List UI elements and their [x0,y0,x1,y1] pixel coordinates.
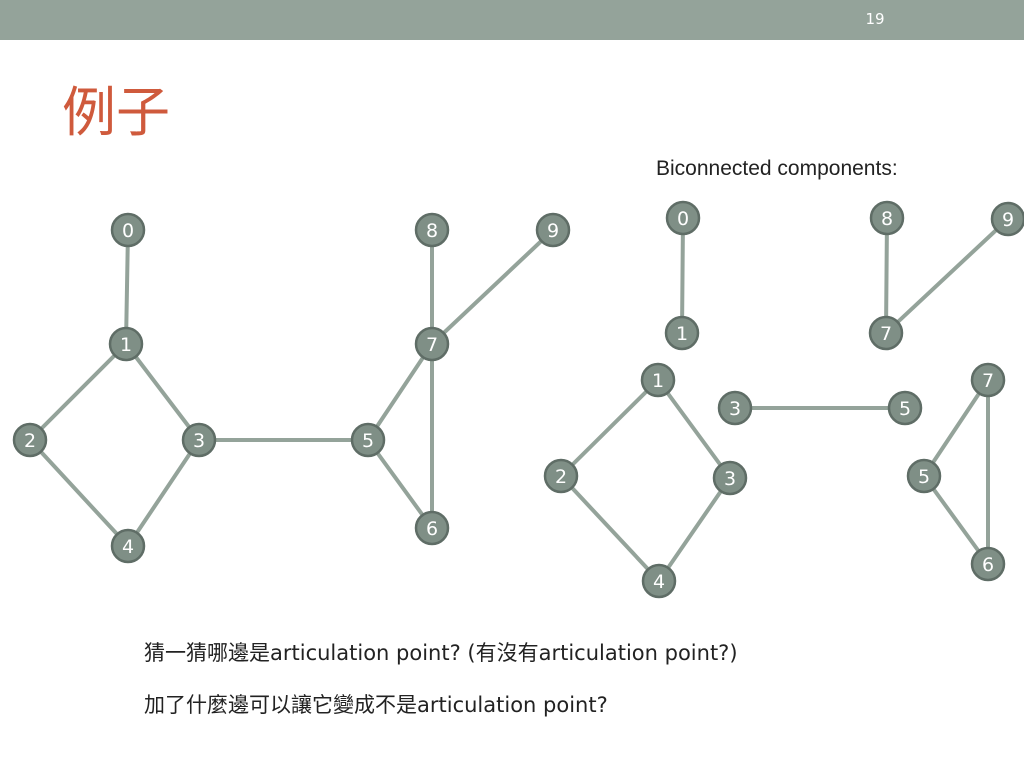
graph-node-4-circle [110,528,146,564]
component-1-node-7-label: 7 [880,323,892,345]
graph-node-3-label: 3 [193,430,205,452]
component-1-node-8-label: 8 [881,208,893,230]
component-2-node-1-label: 1 [652,370,664,392]
graph-edge-5-6 [366,438,434,530]
component-3-node-3-circle [717,390,753,426]
component-0-node-1: 1 [664,315,700,351]
component-3-node-3-label: 3 [729,398,741,420]
slide-title: 例子 [62,81,170,144]
graph-node-5-circle [350,422,386,458]
component-2-edge-2-4 [559,474,661,583]
component-0-node-1-circle [664,315,700,351]
component-1-node-9-label: 9 [1002,209,1014,231]
graph-node-8: 8 [414,212,450,248]
graph-node-9: 9 [535,212,571,248]
component-4-edge-7-5 [922,378,990,478]
component-4-node-5: 5 [906,458,942,494]
graph-node-2-circle [12,422,48,458]
graph-node-2: 2 [12,422,48,458]
graph-node-7: 7 [414,326,450,362]
component-2-node-1: 1 [640,362,676,398]
graph-edge-0-1 [124,228,130,346]
component-3-node-5-circle [887,390,923,426]
component-0-node-0-circle [665,200,701,236]
component-2-node-4-circle [641,563,677,599]
component-0-edge-0-1 [680,216,685,335]
component-2-node-4: 4 [641,563,677,599]
question-add-edge: 加了什麼邊可以讓它變成不是articulation point? [144,693,608,717]
graph-node-9-circle [535,212,571,248]
component-2-node-3-label: 3 [724,468,736,490]
graph-node-7-circle [414,326,450,362]
graph-edge-3-4 [126,438,201,548]
graph-node-3: 3 [181,422,217,458]
graph-edge-7-9 [430,228,555,346]
component-1-node-7: 7 [868,315,904,351]
graph-edge-2-4 [28,438,130,548]
graph-node-5: 5 [350,422,386,458]
graph-node-6: 6 [414,510,450,546]
graph-node-3-circle [181,422,217,458]
graph-node-1-label: 1 [120,334,132,356]
component-4-edge-5-6 [922,474,990,566]
component-1-edge-7-9 [884,217,1010,335]
graph-node-1-circle [108,326,144,362]
graph-node-5-label: 5 [362,430,374,452]
top-bar: 19 [0,0,1024,40]
component-0-node-0-label: 0 [677,208,689,230]
component-3-node-5-label: 5 [899,398,911,420]
component-2-node-3-circle [712,460,748,496]
component-1-node-9: 9 [990,201,1024,237]
component-2-node-4-label: 4 [653,571,665,593]
component-4-node-5-label: 5 [918,466,930,488]
component-2-node-2: 2 [543,458,579,494]
graph-edge-1-3 [124,342,201,442]
component-4-node-7-circle [970,362,1006,398]
component-4-node-7-label: 7 [982,370,994,392]
component-1-node-7-circle [868,315,904,351]
graph-node-4: 4 [110,528,146,564]
component-0-node-1-label: 1 [676,323,688,345]
graph-node-2-label: 2 [24,430,36,452]
component-4-node-6-circle [970,546,1006,582]
component-1-node-8-circle [869,200,905,236]
graph-node-0-label: 0 [122,220,134,242]
graph-edge-1-2 [28,342,128,442]
component-4-node-5-circle [906,458,942,494]
component-3-node-3: 3 [717,390,753,426]
component-0-node-0: 0 [665,200,701,236]
graph-node-9-label: 9 [547,220,559,242]
graph-node-7-label: 7 [426,334,438,356]
graph-node-0: 0 [110,212,146,248]
component-2-node-3: 3 [712,460,748,496]
components-label: Biconnected components: [656,157,898,180]
graph-node-6-label: 6 [426,518,438,540]
component-2-edge-1-3 [656,378,732,480]
component-1-edge-8-7 [884,216,889,335]
component-1-node-8: 8 [869,200,905,236]
graph-edge-5-7 [366,342,434,442]
component-4-node-7: 7 [970,362,1006,398]
graph-node-6-circle [414,510,450,546]
question-articulation-point: 猜一猜哪邊是articulation point? (有沒有articulati… [144,641,738,665]
graph-node-8-label: 8 [426,220,438,242]
component-2-node-1-circle [640,362,676,398]
graph-node-0-circle [110,212,146,248]
component-3-node-5: 5 [887,390,923,426]
page-number: 19 [865,10,885,28]
graph-node-4-label: 4 [122,536,134,558]
component-2-edge-3-4 [657,476,732,583]
component-4-node-6: 6 [970,546,1006,582]
component-4-node-6-label: 6 [982,554,994,576]
component-2-node-2-circle [543,458,579,494]
graph-node-1: 1 [108,326,144,362]
component-1-node-9-circle [990,201,1024,237]
component-2-node-2-label: 2 [555,466,567,488]
graph-node-8-circle [414,212,450,248]
component-2-edge-1-2 [559,378,660,478]
